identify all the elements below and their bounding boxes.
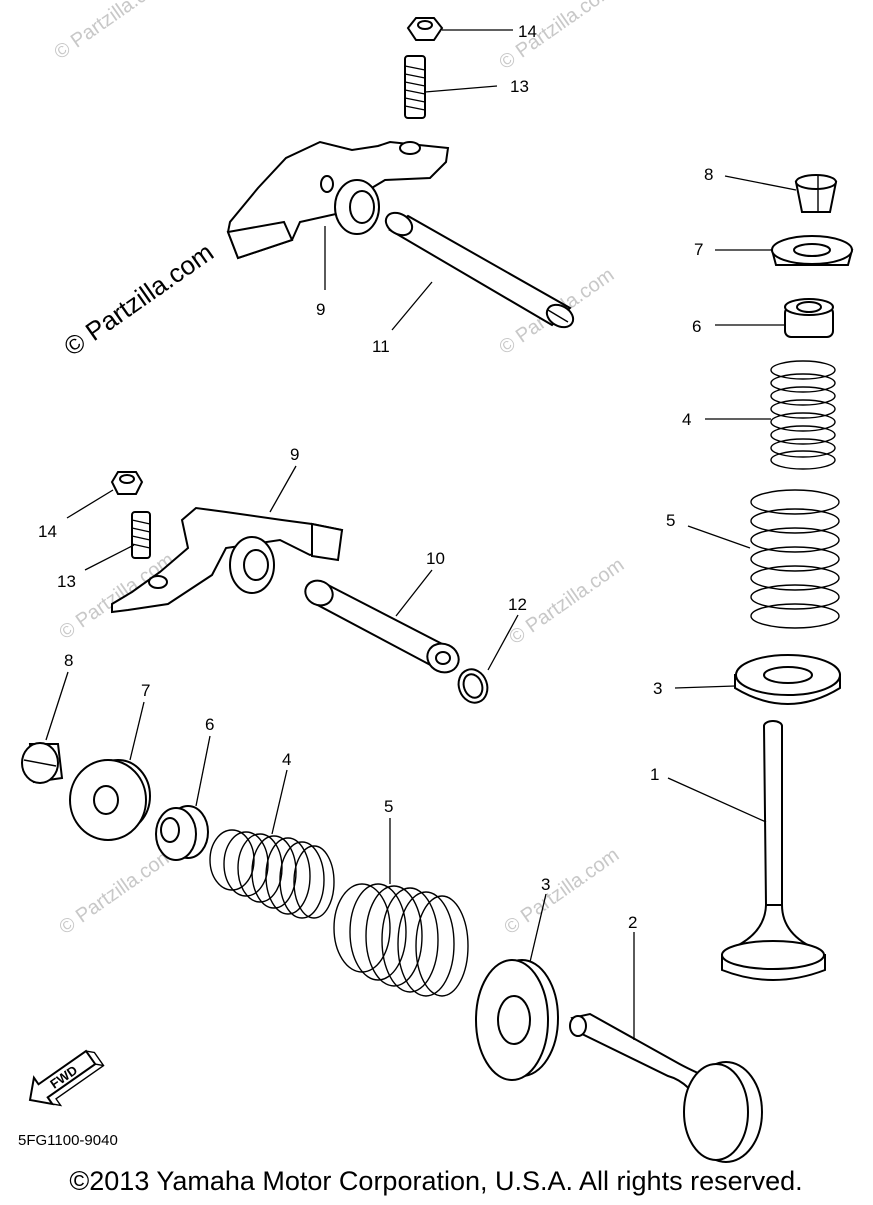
callout-label: 9 (316, 300, 325, 319)
callout-label: 13 (57, 572, 76, 591)
callout-label: 3 (653, 679, 662, 698)
watermark: © Partzilla.com (50, 0, 173, 64)
lower-rocker-arm-9 (111, 506, 344, 614)
callout-label: 7 (141, 681, 150, 700)
callout-label: 1 (650, 765, 659, 784)
fwd-arrow-icon: FWD (28, 1049, 105, 1107)
callout-label: 4 (282, 750, 291, 769)
callout-label: 11 (372, 337, 390, 356)
intake-valve-1 (721, 720, 826, 981)
callout-label: 6 (692, 317, 701, 336)
lower-adjusting-screw-13 (131, 511, 151, 559)
right-cotter-8 (794, 174, 838, 213)
callout-label: 5 (666, 511, 675, 530)
lower-locknut-14 (110, 471, 144, 495)
callout-label: 5 (384, 797, 393, 816)
o-ring-12 (457, 668, 489, 704)
right-outer-spring-5 (750, 489, 840, 629)
diagram-code: 5FG1100-9040 (18, 1132, 118, 1149)
lower-spring-seat-3 (475, 959, 559, 1081)
upper-adjusting-screw-13 (404, 55, 426, 119)
right-oil-seal-6 (784, 298, 834, 338)
upper-locknut-14 (406, 17, 444, 41)
callout-label: 3 (541, 875, 550, 894)
callout-label: 13 (510, 77, 529, 96)
upper-rocker-arm-9 (226, 140, 450, 260)
callout-label: 2 (628, 913, 637, 932)
right-spring-seat-3 (734, 654, 841, 705)
lower-retainer-7 (69, 759, 151, 841)
exhaust-valve-2 (569, 1012, 763, 1163)
lower-outer-spring-5 (333, 883, 469, 997)
callouts: 14 13 8 7 9 11 6 4 9 14 13 10 12 5 8 7 6 (38, 22, 797, 1040)
callout-label: 8 (64, 651, 73, 670)
callout-label: 14 (38, 522, 57, 541)
watermark: © Partzilla.com (495, 0, 618, 74)
right-retainer-7 (770, 235, 854, 266)
callout-label: 6 (205, 715, 214, 734)
lower-inner-spring-4 (209, 829, 335, 919)
callout-label: 9 (290, 445, 299, 464)
callout-label: 14 (518, 22, 537, 41)
right-inner-spring-4 (770, 360, 836, 470)
lower-rocker-shaft-10 (304, 579, 460, 674)
copyright-notice: ©2013 Yamaha Motor Corporation, U.S.A. A… (69, 1166, 802, 1196)
callout-label: 7 (694, 240, 703, 259)
callout-label: 4 (682, 410, 691, 429)
callout-label: 10 (426, 549, 445, 568)
lower-cotter-8 (21, 742, 64, 784)
watermark: © Partzilla.com (55, 844, 178, 939)
watermark: © Partzilla.com (500, 844, 623, 939)
watermark-main: © Partzilla.com (58, 237, 219, 362)
upper-rocker-shaft-11 (384, 211, 575, 329)
lower-oil-seal-6 (155, 805, 209, 861)
callout-label: 8 (704, 165, 713, 184)
callout-label: 12 (508, 595, 527, 614)
